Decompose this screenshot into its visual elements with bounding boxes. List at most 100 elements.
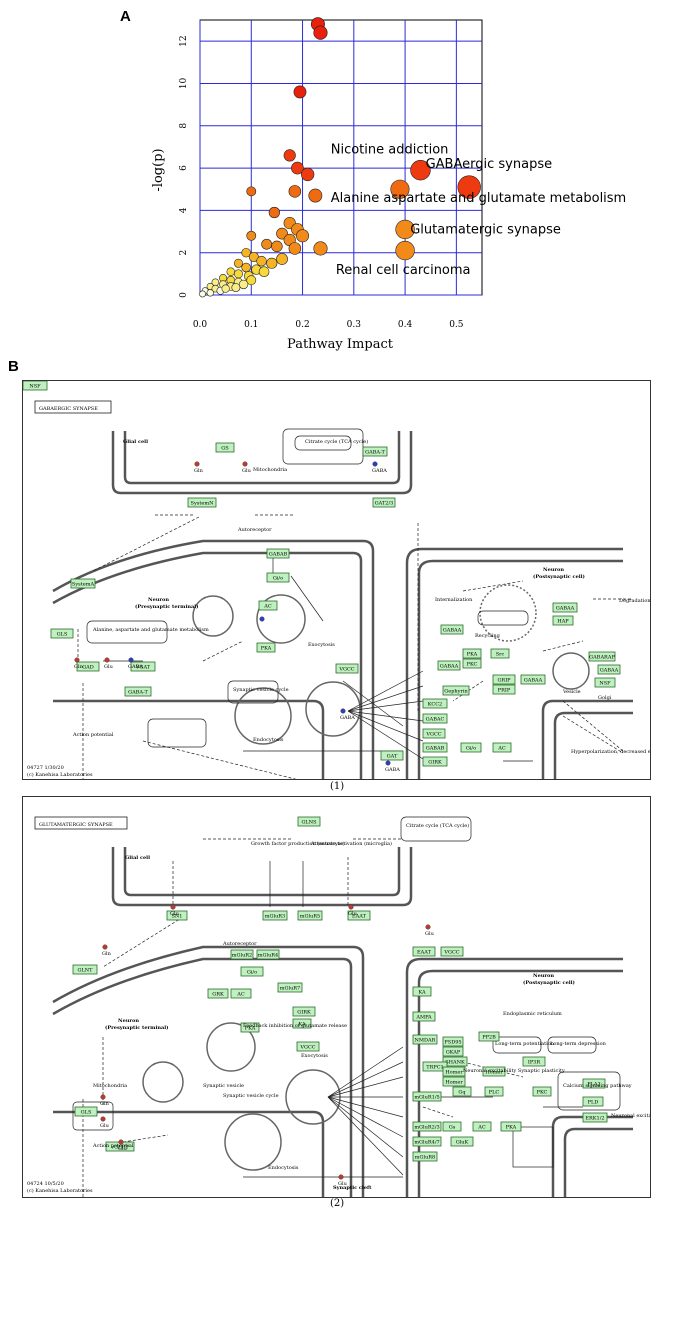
gene-box bbox=[500, 1121, 522, 1132]
gene-box bbox=[266, 572, 290, 583]
gene-label: ERK1/2 bbox=[585, 1116, 604, 1122]
gene-box bbox=[256, 949, 280, 960]
map-text: Alanine, aspartate and glutamate metabol… bbox=[92, 627, 209, 633]
map-text: Glial cell bbox=[125, 855, 150, 861]
map-title: GLUTAMATERGIC SYNAPSE bbox=[39, 822, 113, 828]
scatter-point bbox=[301, 167, 315, 182]
gene-label: GIRK bbox=[297, 1010, 311, 1016]
gene-label: VGCC bbox=[299, 1045, 315, 1051]
gene-box bbox=[292, 1018, 312, 1029]
map-text: Exocytosis bbox=[308, 642, 335, 648]
gene-label: Gi/o bbox=[247, 970, 257, 976]
gene-box bbox=[522, 1056, 546, 1067]
scatter-point bbox=[271, 240, 283, 253]
gene-box bbox=[292, 1006, 316, 1017]
metabolite-node bbox=[259, 616, 265, 622]
gene-box bbox=[442, 1036, 464, 1047]
gene-label: GABAA bbox=[556, 606, 575, 612]
gene-label: GLNS bbox=[301, 820, 317, 826]
map-text: Synaptic cleft bbox=[333, 1185, 372, 1191]
metabolite-label: GABA bbox=[372, 468, 387, 474]
gene-label: PKC bbox=[467, 662, 478, 668]
map-text: Mitochondria bbox=[93, 1083, 127, 1089]
gene-label: KCC2 bbox=[428, 702, 442, 708]
chart-points bbox=[199, 17, 481, 298]
scatter-point bbox=[288, 185, 302, 198]
map1-caption: (1) bbox=[330, 781, 345, 792]
gene-label: mGluR5 bbox=[300, 914, 321, 920]
gene-box bbox=[492, 684, 516, 695]
gene-label: GIRK bbox=[428, 760, 442, 766]
gene-label: Homer bbox=[485, 1070, 503, 1076]
point-annotation: Nicotine addiction bbox=[331, 142, 449, 157]
gene-box bbox=[380, 750, 404, 761]
gene-box bbox=[258, 600, 278, 611]
map-text: Exocytosis bbox=[301, 1053, 328, 1059]
scatter-point bbox=[233, 269, 243, 279]
gene-box bbox=[452, 1086, 472, 1097]
gene-box bbox=[412, 1034, 438, 1045]
gene-box bbox=[594, 677, 616, 688]
gene-label: mGluR4 bbox=[258, 953, 279, 959]
map-text: Endoplasmic reticulum bbox=[503, 1011, 562, 1017]
metabolite-node bbox=[242, 461, 248, 467]
map-footer-copy: (c) Kanehisa Laboratories bbox=[27, 771, 93, 778]
point-annotation: Glutamatergic synapse bbox=[410, 223, 561, 238]
gene-label: PRIP bbox=[498, 688, 511, 694]
point-annotation: Renal cell carcinoma bbox=[336, 263, 471, 278]
metabolite-label: Gln bbox=[100, 1101, 110, 1107]
gene-box bbox=[230, 949, 254, 960]
map-text: (Presynaptic terminal) bbox=[135, 603, 198, 610]
gene-box bbox=[442, 1046, 464, 1057]
gene-label: SHANK bbox=[445, 1060, 465, 1066]
scatter-point bbox=[246, 230, 257, 241]
gene-label: NSF bbox=[29, 384, 41, 390]
metabolite-label: GABA bbox=[340, 715, 355, 721]
map-text: (Presynaptic terminal) bbox=[105, 1024, 168, 1031]
gene-box bbox=[442, 1076, 466, 1087]
gene-box bbox=[582, 1112, 608, 1123]
map-text: Vesicle bbox=[562, 689, 581, 695]
gene-box bbox=[422, 728, 446, 739]
metabolite-node bbox=[194, 461, 200, 467]
x-tick-label: 0.2 bbox=[295, 320, 309, 330]
gene-label: GABA-T bbox=[365, 450, 385, 456]
gene-label: EAAT bbox=[417, 950, 432, 956]
gene-label: GLS bbox=[81, 1110, 92, 1116]
x-tick-label: 0.5 bbox=[449, 320, 464, 330]
map-footer-id: 04724 10/5/20 bbox=[27, 1181, 64, 1187]
gene-label: Homer bbox=[445, 1080, 463, 1086]
metabolite-node bbox=[128, 657, 134, 663]
gene-box bbox=[50, 628, 74, 639]
gene-box bbox=[492, 674, 516, 685]
map-text: Degradation bbox=[619, 598, 650, 604]
map-text: Neuron bbox=[118, 1018, 139, 1024]
gene-box bbox=[297, 816, 321, 827]
gene-label: AC bbox=[236, 992, 245, 998]
y-tick-label: 8 bbox=[179, 123, 189, 129]
y-tick-label: 6 bbox=[179, 165, 189, 171]
gene-label: mGluR3 bbox=[265, 914, 286, 920]
gene-box bbox=[552, 602, 578, 613]
gene-label: TRPC1 bbox=[426, 1065, 443, 1071]
gene-box bbox=[412, 1151, 438, 1162]
gene-label: SystemA bbox=[72, 582, 95, 588]
map-text: Calcium signaling pathway bbox=[563, 1083, 632, 1089]
scatter-point bbox=[199, 290, 206, 298]
map-text: Citrate cycle (TCA cycle) bbox=[305, 438, 368, 445]
gene-box bbox=[478, 1031, 500, 1042]
gene-box bbox=[277, 982, 303, 993]
gene-label: VGCC bbox=[338, 667, 354, 673]
gene-box bbox=[412, 1121, 442, 1132]
panel-b-label: B bbox=[8, 358, 19, 375]
metabolite-node bbox=[74, 657, 80, 663]
metabolite-label: Glu bbox=[338, 1181, 348, 1187]
gene-box bbox=[76, 661, 100, 672]
metabolite-node bbox=[385, 760, 391, 766]
scatter-point bbox=[288, 242, 302, 255]
map-text: Hyperpolarization, decreased excitabilit… bbox=[571, 749, 650, 755]
map-text: Synaptic vesicle cycle bbox=[233, 687, 289, 693]
